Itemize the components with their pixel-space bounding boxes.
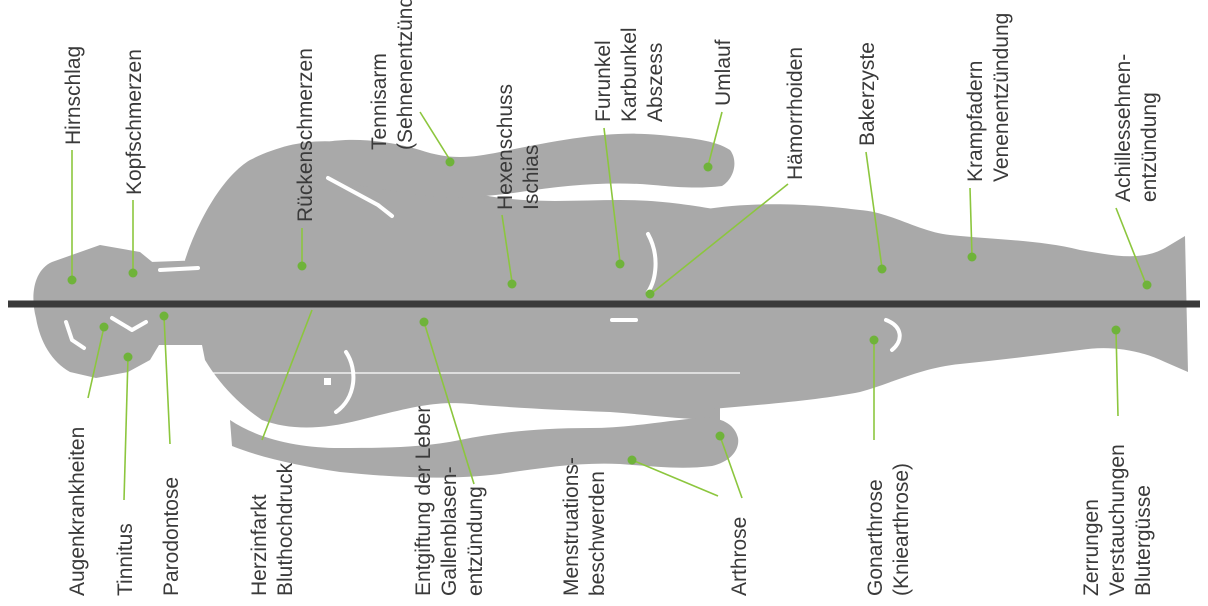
- label-arthrose: Arthrose: [728, 517, 751, 596]
- label-achillessehne: Achillessehnen- entzündung: [1112, 48, 1161, 202]
- dot-kopfschmerzen: [129, 269, 138, 278]
- dot-arthrose: [716, 432, 725, 441]
- dot-parodontose: [160, 312, 169, 321]
- dot-menstruation: [628, 456, 637, 465]
- head-shape: [33, 245, 170, 378]
- dot-rueckenschmerzen: [298, 262, 307, 271]
- label-entgiftung: Entgiftung der Leber Gallenblasen- entzü…: [412, 400, 487, 596]
- dot-hexenschuss: [508, 280, 517, 289]
- dot-haemorrhoiden: [646, 290, 655, 299]
- label-tinnitus: Tinnitus: [114, 523, 137, 596]
- label-augenkrankheiten: Augenkrankheiten: [66, 427, 89, 596]
- label-menstruation: Menstruations- beschwerden: [560, 451, 609, 596]
- label-haemorrhoiden: Hämorrhoiden: [784, 47, 807, 180]
- label-kopfschmerzen: Kopfschmerzen: [123, 49, 146, 195]
- leader-tinnitus: [124, 357, 128, 500]
- dot-hirnschlag: [68, 276, 77, 285]
- label-herzinfarkt: Herzinfarkt Bluthochdruck: [248, 462, 297, 596]
- dot-furunkel: [616, 260, 625, 269]
- dot-bakerzyste: [878, 265, 887, 274]
- navel-mark: [324, 378, 331, 385]
- label-furunkel: Furunkel Karbunkel Abszess: [592, 22, 667, 122]
- label-umlauf: Umlauf: [712, 39, 735, 106]
- label-parodontose: Parodontose: [160, 477, 183, 596]
- label-zerrungen: Zerrungen Verstauchungen Blutergüsse: [1080, 438, 1155, 596]
- dot-krampfadern: [968, 253, 977, 262]
- dot-umlauf: [704, 163, 713, 172]
- dot-achillessehne: [1143, 281, 1152, 290]
- dot-augenkrankheiten: [100, 323, 109, 332]
- dot-tinnitus: [124, 353, 133, 362]
- label-rueckenschmerzen: Rückenschmerzen: [294, 48, 317, 222]
- label-tennisarm: Tennisarm (Sehnenentzündung): [368, 0, 417, 150]
- label-gonarthrose: Gonarthrose (Kniearthrose): [864, 463, 913, 596]
- label-bakerzyste: Bakerzyste: [856, 42, 879, 146]
- dot-tennisarm: [446, 158, 455, 167]
- dot-entgiftung: [420, 318, 429, 327]
- collar-contour: [160, 268, 198, 270]
- label-krampfadern: Krampfadern Venenentzündung: [964, 13, 1013, 182]
- dot-zerrungen: [1112, 326, 1121, 335]
- dot-gonarthrose: [870, 336, 879, 345]
- label-hirnschlag: Hirnschlag: [62, 46, 85, 145]
